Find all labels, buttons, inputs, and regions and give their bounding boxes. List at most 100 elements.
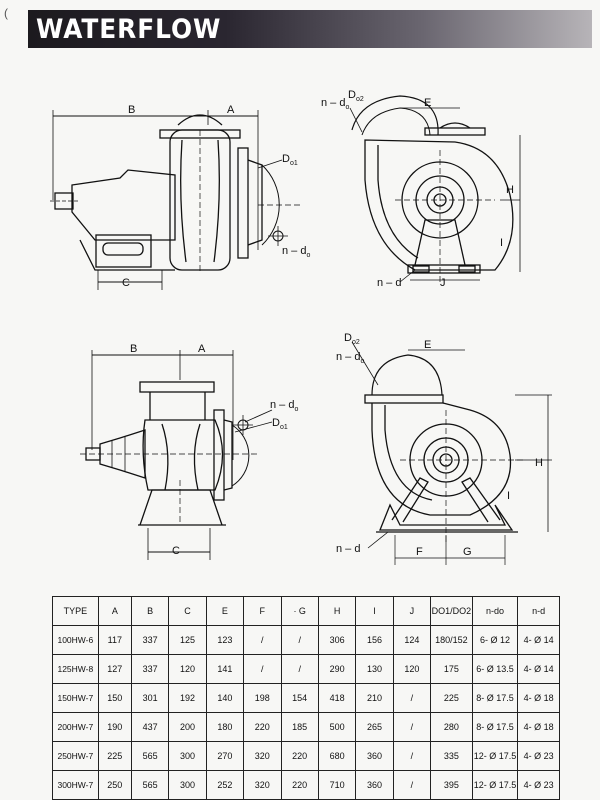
- table-cell: 6- Ø 13.5: [471, 654, 519, 684]
- table-cell: 127: [97, 654, 132, 684]
- table-cell: 270: [205, 741, 245, 771]
- dim-G-label: G: [463, 546, 472, 558]
- table-cell: 306: [317, 625, 357, 655]
- side-view-top: B A C Do1 n – do: [50, 104, 310, 290]
- dim-A-label-bottom: A: [198, 343, 206, 355]
- table-cell: /: [392, 741, 432, 771]
- table-cell: 225: [430, 683, 473, 713]
- dim-Do1-label: Do1: [282, 153, 298, 167]
- col-header: J: [392, 596, 432, 626]
- table-cell: 140: [205, 683, 245, 713]
- table-cell: 175: [430, 654, 473, 684]
- dim-Do2-label-bottom: Do2: [344, 332, 360, 346]
- table-cell: 280: [430, 712, 473, 742]
- table-header-row: TYPE A B C E F · G H I J DO1/DO2 n-do n-…: [52, 596, 560, 626]
- table-cell: 4- Ø 23: [517, 770, 560, 800]
- pump-drawings: B A C Do1 n – do: [50, 89, 552, 565]
- table-cell: 300: [168, 770, 207, 800]
- dim-J-label: J: [440, 277, 446, 289]
- table-cell: 130: [355, 654, 394, 684]
- front-view-bottom: H I E F G Do2 n – do n – d: [336, 332, 552, 565]
- side-view-bottom: B A C n – do Do1: [80, 343, 298, 560]
- table-cell: 8- Ø 17.5: [471, 712, 519, 742]
- dim-ndo-label-bottom-front: n – do: [336, 351, 364, 365]
- table-cell: /: [280, 625, 319, 655]
- table-cell: 565: [130, 770, 170, 800]
- dim-ndo-label-bottom: n – do: [270, 399, 298, 413]
- dim-nd-label-top: n – d: [377, 277, 401, 289]
- table-cell: 437: [130, 712, 170, 742]
- dim-C-label-bottom: C: [172, 545, 180, 557]
- table-cell: 117: [97, 625, 132, 655]
- table-cell: 200: [168, 712, 207, 742]
- table-cell: 12- Ø 17.5: [471, 741, 519, 771]
- table-cell: 192: [168, 683, 207, 713]
- dim-I-label: I: [500, 237, 503, 249]
- table-cell: 8- Ø 17.5: [471, 683, 519, 713]
- table-cell: 710: [317, 770, 357, 800]
- table-cell: 220: [243, 712, 282, 742]
- table-cell: 265: [355, 712, 394, 742]
- dim-C-label: C: [122, 277, 130, 289]
- table-cell: 360: [355, 741, 394, 771]
- table-cell: 12- Ø 17.5: [471, 770, 519, 800]
- dim-F-label: F: [416, 546, 423, 558]
- dim-I-label-bottom: I: [507, 490, 510, 502]
- brand-name: WATERFLOW: [36, 14, 222, 45]
- table-cell: 418: [317, 683, 357, 713]
- table-cell: 337: [130, 654, 170, 684]
- col-header: n-do: [471, 596, 519, 626]
- dim-Do2-label: Do2: [348, 89, 364, 103]
- table-cell: 141: [205, 654, 245, 684]
- table-cell: 290: [317, 654, 357, 684]
- table-cell: 190: [97, 712, 132, 742]
- table-cell: 125: [168, 625, 207, 655]
- table-cell: 680: [317, 741, 357, 771]
- dim-H-label-bottom: H: [535, 457, 543, 469]
- front-view-top: H I E J Do2 n – do n – d: [321, 89, 521, 289]
- table-cell: /: [243, 654, 282, 684]
- table-cell: 500: [317, 712, 357, 742]
- table-cell: 565: [130, 741, 170, 771]
- table-cell: 300HW-7: [52, 770, 99, 800]
- table-cell: 124: [392, 625, 432, 655]
- table-cell: 220: [280, 741, 319, 771]
- table-cell: 320: [243, 741, 282, 771]
- table-cell: 123: [205, 625, 245, 655]
- table-cell: 335: [430, 741, 473, 771]
- table-cell: 120: [168, 654, 207, 684]
- spec-table: TYPE A B C E F · G H I J DO1/DO2 n-do n-…: [52, 596, 560, 800]
- table-cell: 4- Ø 18: [517, 683, 560, 713]
- table-cell: 300: [168, 741, 207, 771]
- table-cell: 250HW-7: [52, 741, 99, 771]
- table-cell: 125HW-8: [52, 654, 99, 684]
- table-cell: 200HW-7: [52, 712, 99, 742]
- dim-ndo-label: n – do: [282, 245, 310, 259]
- col-header: · G: [280, 596, 319, 626]
- table-cell: 320: [243, 770, 282, 800]
- col-header: C: [168, 596, 207, 626]
- dim-nd-label-bottom: n – d: [336, 543, 360, 555]
- col-header: B: [130, 596, 170, 626]
- col-header: E: [205, 596, 245, 626]
- dim-B-label: B: [128, 104, 135, 116]
- col-header: F: [243, 596, 282, 626]
- table-cell: 395: [430, 770, 473, 800]
- table-cell: /: [392, 712, 432, 742]
- table-cell: 180/152: [430, 625, 473, 655]
- table-cell: 225: [97, 741, 132, 771]
- table-cell: 150HW-7: [52, 683, 99, 713]
- col-header: n-d: [517, 596, 560, 626]
- table-cell: /: [392, 683, 432, 713]
- table-cell: 4- Ø 14: [517, 625, 560, 655]
- col-header: H: [317, 596, 357, 626]
- dim-ndo-label-top: n – do: [321, 97, 349, 111]
- dim-E-label-bottom: E: [424, 339, 431, 351]
- brand-banner: [28, 10, 592, 48]
